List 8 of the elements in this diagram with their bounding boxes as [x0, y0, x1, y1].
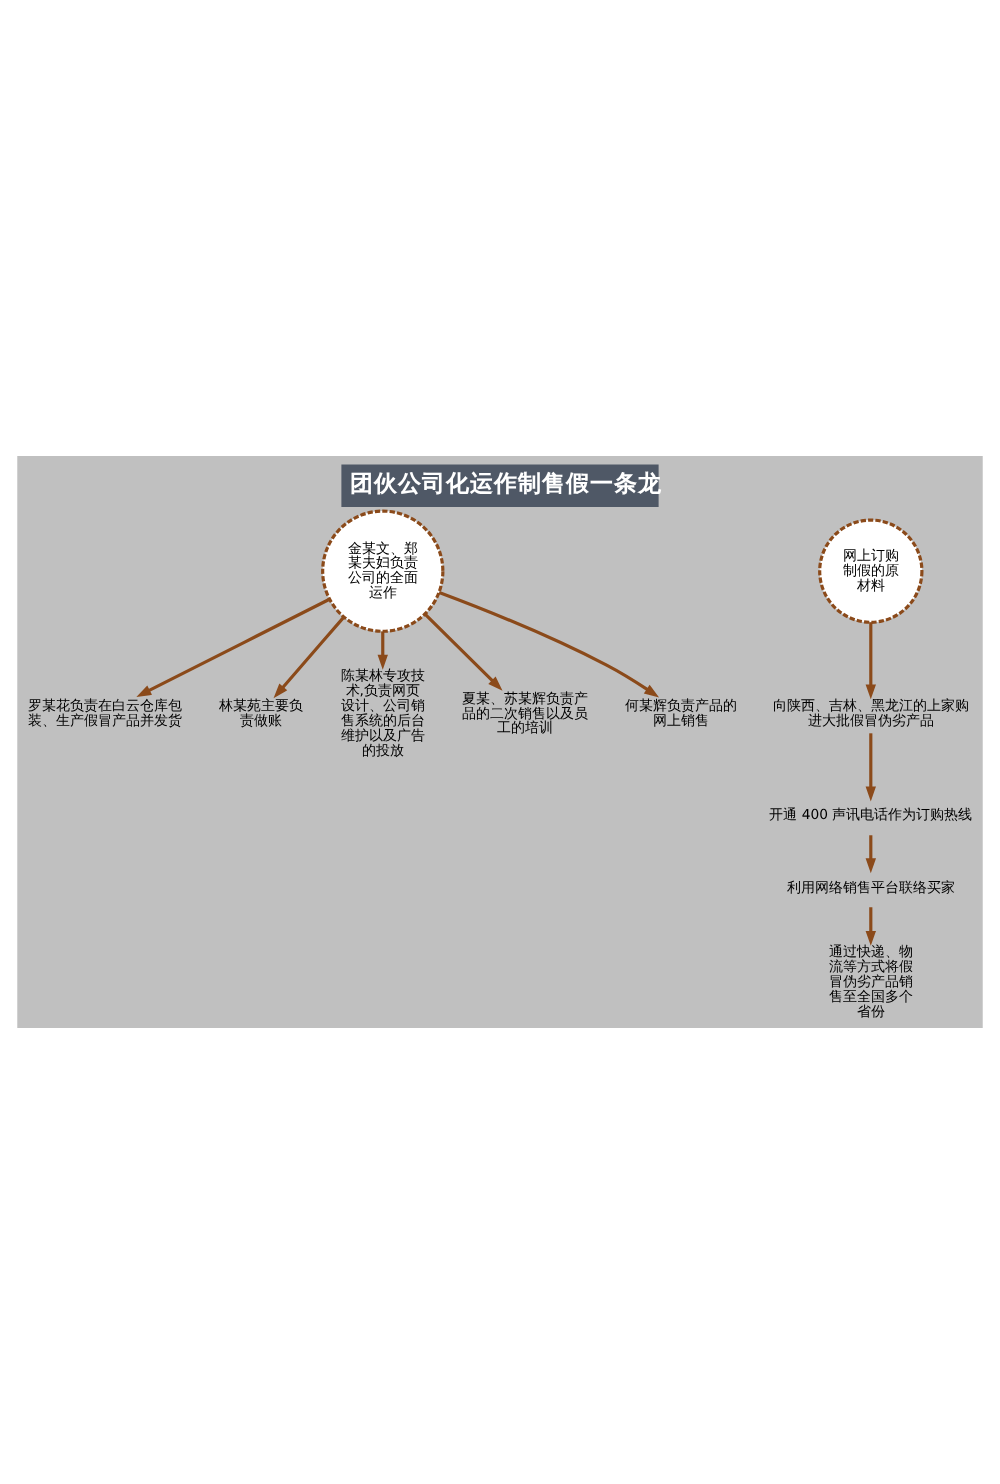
- arrow: [438, 591, 660, 698]
- arrow: [377, 631, 388, 670]
- arrow: [865, 622, 876, 700]
- arrow: [865, 907, 876, 946]
- arrow: [865, 835, 876, 874]
- arrow: [865, 733, 876, 802]
- arrow: [423, 612, 503, 691]
- arrow: [273, 616, 346, 699]
